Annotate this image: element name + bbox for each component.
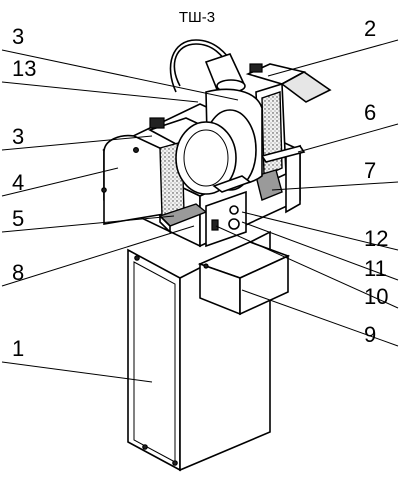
callout-10: 10: [364, 284, 388, 309]
callout-7: 7: [364, 158, 376, 183]
callout-9: 9: [364, 322, 376, 347]
callouts: 3 13 3 4 5 8 1 2 6 7 12 11 10 9: [12, 16, 388, 361]
tray: [197, 241, 291, 316]
callout-3-top: 3: [12, 24, 24, 49]
lamp: [169, 39, 246, 93]
diagram-title: ТШ-3: [179, 9, 215, 26]
leader-lines: [1, 39, 399, 383]
callout-5: 5: [12, 206, 24, 231]
callout-1: 1: [12, 336, 24, 361]
left-guard: [101, 117, 237, 225]
callout-4: 4: [12, 170, 24, 195]
callout-8: 8: [12, 260, 24, 285]
callout-11: 11: [364, 256, 387, 281]
control-panel: [205, 175, 252, 248]
callout-13: 13: [12, 56, 36, 81]
callout-6: 6: [364, 100, 376, 125]
callout-3-left: 3: [12, 124, 24, 149]
tool-rest: [158, 203, 208, 234]
callout-12: 12: [364, 226, 388, 251]
callout-2: 2: [364, 16, 376, 41]
